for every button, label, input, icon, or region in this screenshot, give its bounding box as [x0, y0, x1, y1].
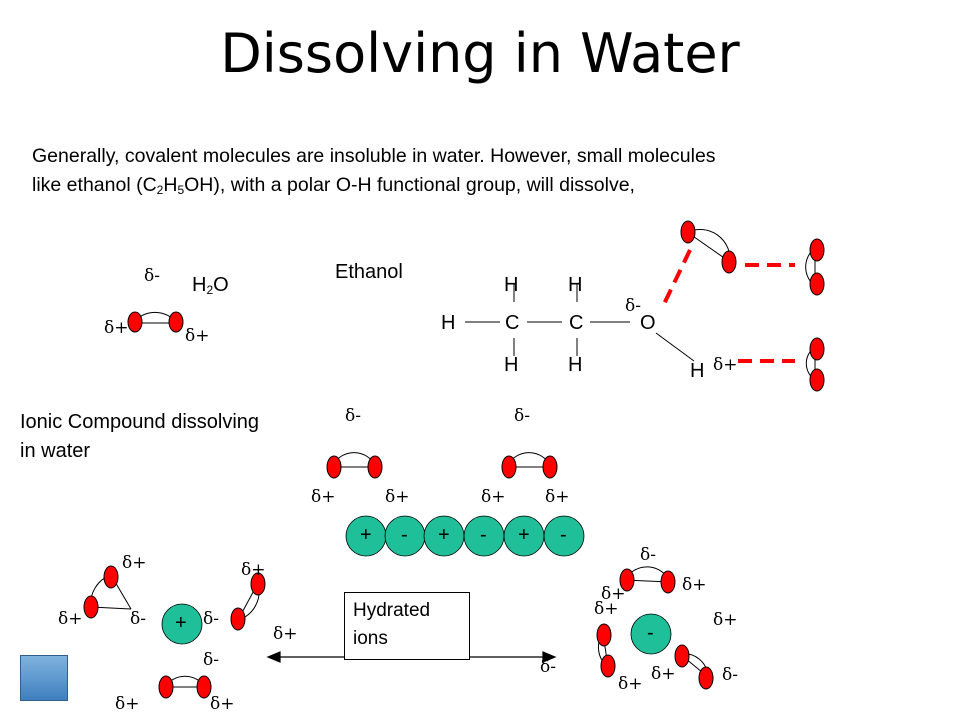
- home-button[interactable]: [20, 655, 68, 701]
- atom-h-c2-top: H: [568, 274, 583, 296]
- lattice-ion-6: [543, 515, 585, 557]
- eth-water-2-b: [809, 272, 825, 296]
- lat-water-2-delta-minus: δ-: [514, 406, 530, 426]
- an-delta-plus-2: δ+: [682, 575, 707, 595]
- cat-delta-plus-1: δ+: [122, 553, 147, 573]
- atom-h-left: H: [441, 312, 456, 334]
- atom-c1: C: [505, 312, 520, 334]
- an-delta-plus-4: δ+: [713, 610, 738, 630]
- lat-water-2-a: [501, 455, 517, 479]
- cat-water-2-b: [230, 607, 246, 631]
- lat-water-1-delta-minus: δ-: [345, 406, 361, 426]
- page-title: Dissolving in Water: [220, 22, 740, 85]
- an-water-2-b: [600, 654, 616, 678]
- cat-delta-plus-3: δ+: [241, 560, 266, 580]
- water-delta-minus: δ-: [144, 266, 160, 286]
- eth-water-1-a: [680, 220, 696, 244]
- anion-charge: -: [647, 622, 654, 644]
- lat-water-2-delta-plus-a: δ+: [481, 487, 506, 507]
- cat-delta-minus-3: δ-: [203, 650, 219, 670]
- intro-text: Generally, covalent molecules are insolu…: [32, 142, 852, 205]
- cat-water-2-a: [250, 572, 266, 596]
- intro-line-1: Generally, covalent molecules are insolu…: [32, 145, 716, 167]
- cat-water-3-b: [196, 675, 212, 699]
- lat-water-1-a: [326, 455, 342, 479]
- water-delta-plus-left: δ+: [104, 318, 129, 338]
- an-delta-minus-2: δ-: [540, 657, 556, 677]
- lat-water-1-delta-plus-a: δ+: [311, 487, 336, 507]
- water-formula: H2O: [192, 274, 229, 297]
- cat-delta-plus-6: δ+: [210, 694, 235, 714]
- cat-delta-plus-4: δ+: [273, 624, 298, 644]
- lat-water-2-b: [542, 455, 558, 479]
- an-water-3-a: [674, 644, 690, 668]
- atom-o: O: [640, 312, 656, 334]
- lattice-charge-5: +: [518, 524, 530, 546]
- ionic-label: Ionic Compound dissolving in water: [20, 411, 260, 462]
- cat-water-3-a: [158, 675, 174, 699]
- cat-delta-plus-5: δ+: [115, 694, 140, 714]
- lattice-charge-1: +: [360, 524, 372, 546]
- ethanol-label: Ethanol: [335, 261, 403, 283]
- eth-water-2-a: [809, 238, 825, 262]
- an-delta-plus-6: δ+: [618, 674, 643, 694]
- an-water-1-b: [660, 570, 676, 594]
- arrow-head-right: [542, 651, 557, 663]
- atom-h-c2-bot: H: [568, 354, 583, 376]
- h-bond-1: [662, 249, 692, 305]
- hydrated-anion: [630, 613, 672, 655]
- eth-water-3-a: [809, 337, 825, 361]
- an-water-3-b: [698, 666, 714, 690]
- lat-water-2-delta-plus-b: δ+: [545, 487, 570, 507]
- hydrated-cation: [161, 603, 203, 645]
- eth-water-1-b: [721, 250, 737, 274]
- atom-c2: C: [569, 312, 584, 334]
- lat-water-1-delta-plus-b: δ+: [385, 487, 410, 507]
- an-delta-plus-1: δ+: [601, 584, 626, 604]
- an-water-2-a: [596, 623, 612, 647]
- an-delta-minus-3: δ-: [722, 665, 738, 685]
- water-h-left: [127, 311, 143, 333]
- lattice-charge-3: +: [438, 524, 450, 546]
- cation-charge: +: [175, 612, 187, 634]
- an-delta-plus-3: δ+: [594, 599, 619, 619]
- hydrated-ions-label: Hydrated ions: [344, 592, 470, 660]
- ethanol-o-delta-minus: δ-: [625, 296, 641, 316]
- water-delta-plus-right: δ+: [185, 326, 210, 346]
- cat-water-1-a: [103, 565, 119, 589]
- cat-delta-minus-1: δ-: [130, 609, 146, 629]
- eth-water-3-b: [809, 368, 825, 392]
- cat-delta-minus-2: δ-: [203, 609, 219, 629]
- arrow-head-left: [266, 651, 281, 663]
- lattice-charge-4: -: [480, 524, 487, 546]
- cat-water-1-b: [83, 595, 99, 619]
- lat-water-1-b: [367, 455, 383, 479]
- an-delta-minus-1: δ-: [640, 545, 656, 565]
- atom-h-c1-bot: H: [504, 354, 519, 376]
- lattice-charge-2: -: [401, 524, 408, 546]
- cat-delta-plus-2: δ+: [58, 609, 83, 629]
- an-water-1-a: [619, 568, 635, 592]
- ethanol-h-delta-plus: δ+: [713, 355, 738, 375]
- atom-h-c1-top: H: [504, 274, 519, 296]
- intro-line-2: like ethanol (C2H5OH), with a polar O-H …: [32, 174, 635, 197]
- atom-h-hydroxyl: H: [690, 360, 705, 382]
- an-delta-plus-5: δ+: [651, 664, 676, 684]
- bond-o-h: [655, 332, 695, 362]
- lattice-charge-6: -: [560, 524, 567, 546]
- water-h-right: [168, 311, 184, 333]
